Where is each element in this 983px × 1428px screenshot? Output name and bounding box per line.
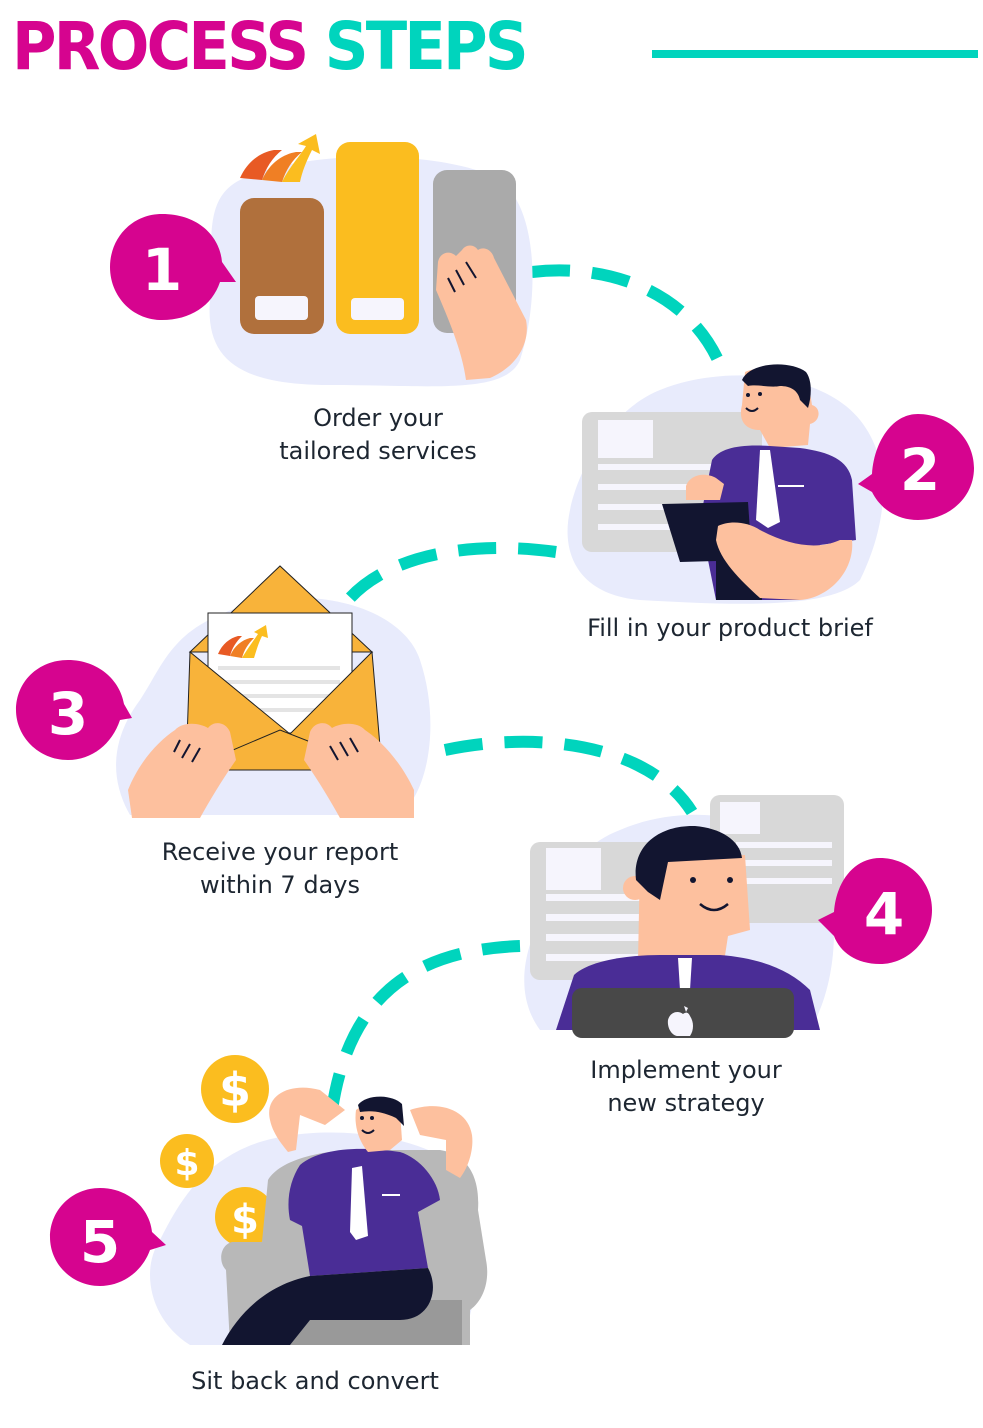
coin-1 <box>201 1055 269 1123</box>
step-5-caption-line1: Sit back and convert <box>191 1367 439 1395</box>
step-1-illustration: 1 <box>110 134 533 387</box>
step-4-caption-line1: Implement your <box>590 1056 782 1084</box>
step-2-badge: 2 <box>858 414 974 520</box>
coin-1-symbol: $ <box>219 1063 251 1117</box>
step-3-caption-line2: within 7 days <box>200 871 360 899</box>
dashed-connectors <box>326 264 731 1111</box>
step-4-caption-line2: new strategy <box>607 1089 765 1117</box>
step-1-badge: 1 <box>110 214 236 320</box>
hand-lines <box>447 261 477 293</box>
open-envelope-report-icon <box>128 565 414 818</box>
coin-2-symbol: $ <box>174 1143 199 1184</box>
relaxing-man-icon <box>221 1087 488 1345</box>
step-2-number: 2 <box>900 436 940 504</box>
step-4-badge: 4 <box>818 858 932 964</box>
step-4-illustration: 4 <box>524 795 932 1038</box>
gold-folder-icon <box>336 142 419 334</box>
connector-1-2 <box>531 264 731 380</box>
step-1-caption: Order your tailored services <box>258 402 498 468</box>
connector-2-3 <box>345 542 557 603</box>
step-2-illustration: 2 <box>567 364 974 604</box>
man-with-laptop-icon <box>556 825 820 1038</box>
step-1-caption-line1: Order your <box>313 404 443 432</box>
step-2-caption: Fill in your product brief <box>560 612 900 645</box>
step-3-caption-line1: Receive your report <box>161 838 399 866</box>
step-4-caption: Implement your new strategy <box>566 1054 806 1120</box>
coin-2 <box>160 1134 214 1188</box>
step-2-caption-line1: Fill in your product brief <box>587 614 873 642</box>
step-5-badge: 5 <box>50 1188 166 1286</box>
step-4-number: 4 <box>864 880 904 948</box>
gold-folder-label <box>351 298 404 320</box>
page-title: PROCESS STEPS <box>12 14 529 80</box>
dollar-coins-icon: $ $ $ <box>160 1055 275 1247</box>
step-3-caption: Receive your report within 7 days <box>138 836 422 902</box>
brown-folder-label <box>255 296 308 320</box>
growth-arrow-logo-icon <box>240 134 320 182</box>
hand-icon <box>436 245 527 380</box>
step-5-caption: Sit back and convert <box>162 1365 468 1398</box>
step-3-illustration: 3 <box>16 565 431 818</box>
man-with-tablet-icon <box>662 364 856 600</box>
step-3-number: 3 <box>48 680 88 748</box>
coin-3 <box>215 1187 275 1247</box>
step-3-badge: 3 <box>16 660 132 760</box>
title-word-steps: STEPS <box>324 8 529 85</box>
coin-3-symbol: $ <box>231 1197 259 1243</box>
apple-logo-icon <box>667 1006 693 1036</box>
step-5-number: 5 <box>80 1208 120 1276</box>
title-divider <box>652 50 978 58</box>
connector-3-4 <box>443 735 698 816</box>
title-word-process: PROCESS <box>12 8 309 85</box>
step-1-number: 1 <box>142 236 182 304</box>
step-5-illustration: $ $ $ 5 <box>50 1055 488 1345</box>
step-1-caption-line2: tailored services <box>279 437 477 465</box>
connector-4-5 <box>326 940 521 1111</box>
